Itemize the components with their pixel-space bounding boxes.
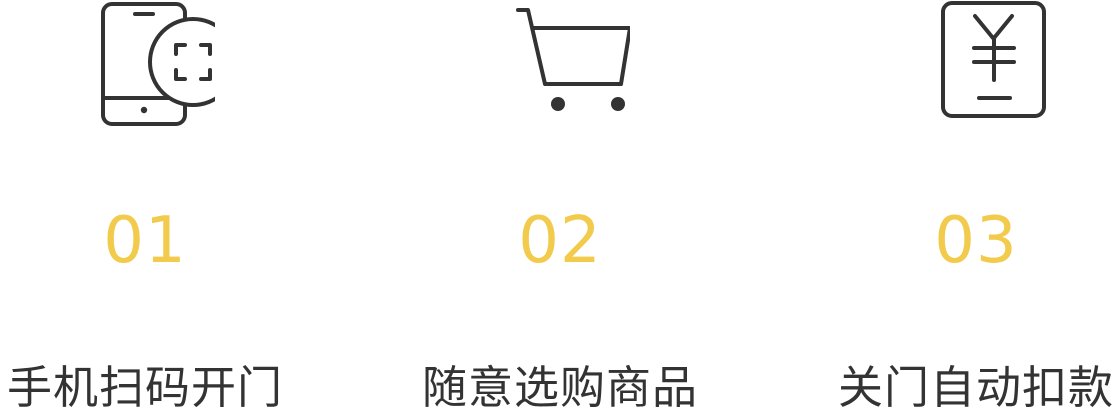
shopping-cart-icon bbox=[490, 0, 630, 126]
step-label: 手机扫码开门 bbox=[6, 361, 283, 414]
step-label: 关门自动扣款 bbox=[837, 361, 1114, 414]
step-auto-pay: 03 关门自动扣款 bbox=[816, 0, 1120, 414]
step-label: 随意选购商品 bbox=[421, 361, 698, 414]
step-number: 01 bbox=[103, 204, 187, 278]
step-number: 02 bbox=[518, 204, 602, 278]
step-number: 03 bbox=[934, 204, 1018, 278]
step-shop: 02 随意选购商品 bbox=[400, 0, 720, 414]
yen-payment-icon bbox=[906, 0, 1046, 126]
step-scan-to-open: 01 手机扫码开门 bbox=[0, 0, 305, 414]
phone-scan-icon bbox=[75, 0, 215, 126]
